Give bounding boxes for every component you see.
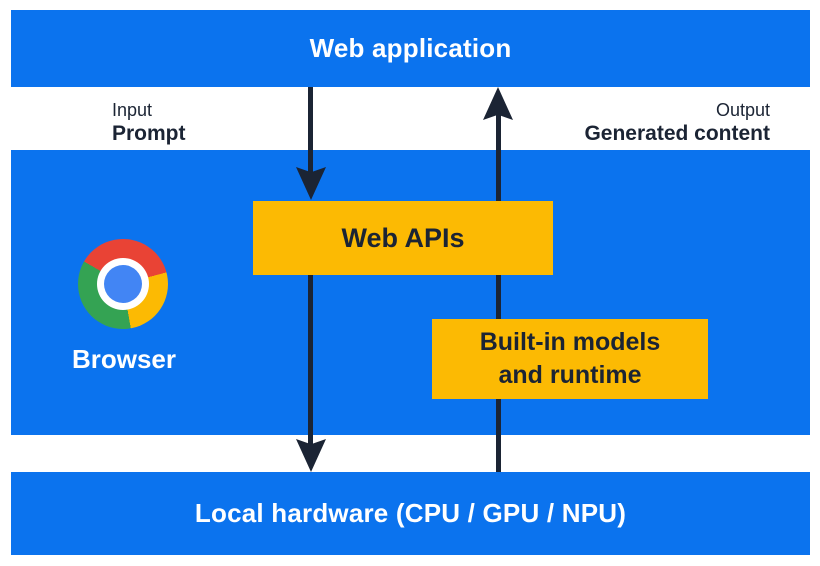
local-hardware-label: Local hardware (CPU / GPU / NPU) [194, 498, 627, 528]
browser-label: Browser [71, 344, 177, 374]
output-value: Generated content [584, 122, 770, 145]
down-arrow-stem-lower [308, 275, 313, 445]
up-arrow-stem [496, 112, 501, 472]
web-apis-box: Web APIs [253, 201, 553, 275]
builtin-models-label-line1: Built-in models [479, 328, 661, 356]
input-value: Prompt [112, 122, 186, 145]
output-label-block: Output Generated content [584, 100, 770, 147]
input-title: Input [112, 100, 153, 120]
local-hardware-layer: Local hardware (CPU / GPU / NPU) [11, 472, 810, 555]
output-title: Output [715, 100, 770, 120]
web-application-label: Web application [309, 33, 512, 63]
web-application-layer: Web application [11, 10, 810, 87]
down-arrow-stem-upper [308, 87, 313, 182]
input-label-block: Input Prompt [112, 100, 186, 147]
builtin-models-box: Built-in models and runtime [432, 319, 708, 399]
chrome-icon [78, 239, 168, 329]
web-apis-label: Web APIs [341, 222, 465, 253]
builtin-models-label-line2: and runtime [498, 361, 642, 389]
chrome-icon-white-ring [97, 258, 149, 310]
chrome-icon-center [104, 265, 142, 303]
